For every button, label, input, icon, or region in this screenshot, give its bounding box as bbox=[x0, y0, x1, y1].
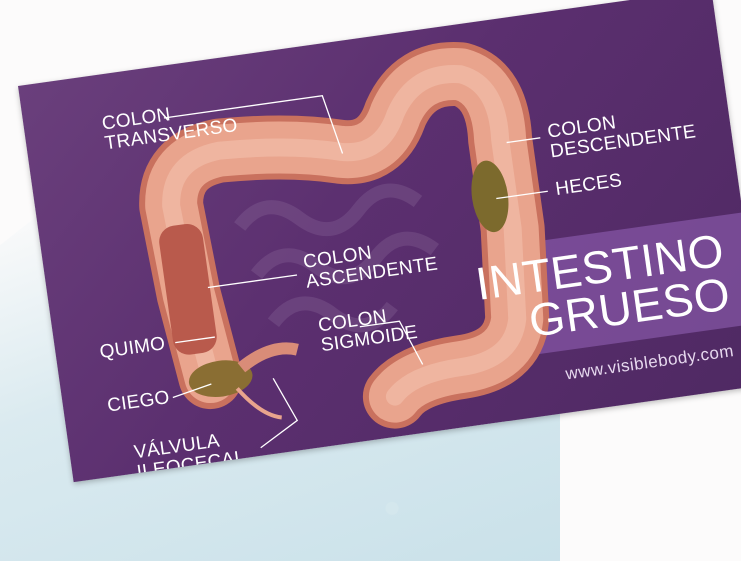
appendix bbox=[237, 383, 281, 423]
ileum bbox=[240, 346, 299, 367]
diagram-card: COLON TRANSVERSO COLON DESCENDENTE HECES… bbox=[18, 0, 741, 482]
